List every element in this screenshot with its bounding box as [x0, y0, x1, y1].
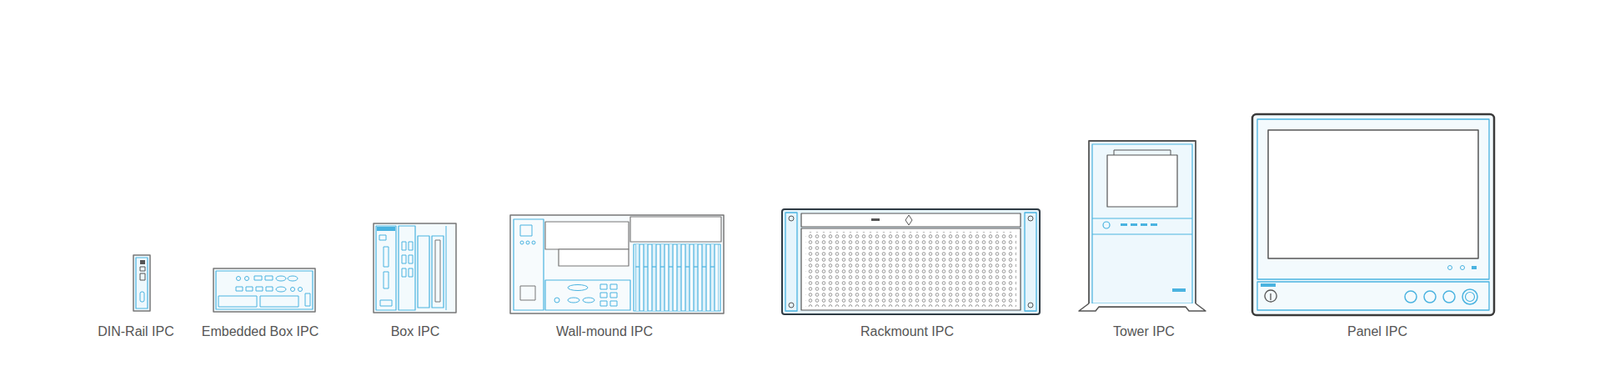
type-caption: Rackmount IPC: [860, 323, 954, 341]
panel-ipc: [1252, 114, 1495, 316]
din-rail-ipc: [133, 255, 151, 311]
tower-ipc: [1078, 140, 1206, 311]
wall-mount-ipc: [510, 215, 724, 314]
rackmount-ipc: [782, 209, 1040, 315]
type-caption: Tower IPC: [1113, 323, 1175, 341]
embedded-box-ipc: [213, 268, 316, 312]
type-caption: Panel IPC: [1347, 323, 1408, 341]
type-caption: Wall-mound IPC: [556, 323, 653, 341]
box-ipc: [373, 223, 457, 313]
type-caption: Box IPC: [391, 323, 441, 341]
type-caption: DIN-Rail IPC: [97, 323, 175, 341]
type-caption: Embedded Box IPC: [201, 323, 320, 341]
